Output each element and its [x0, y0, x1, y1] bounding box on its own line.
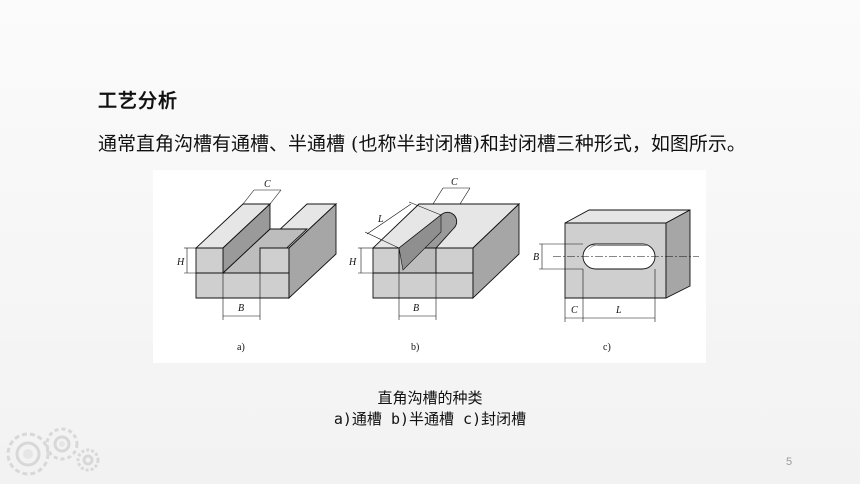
- semi-through-slot-drawing: [358, 187, 521, 320]
- gears-decoration-icon: [6, 427, 100, 476]
- label-b-sub: b): [411, 342, 419, 353]
- figure-caption-subtitle: a)通槽 b)半通槽 c)封闭槽: [333, 410, 527, 428]
- section-heading: 工艺分析: [98, 90, 179, 112]
- label-b-c: C: [451, 177, 458, 188]
- label-a-sub: a): [237, 342, 245, 353]
- body-paragraph: 通常直角沟槽有通槽、半通槽 (也称半封闭槽)和封闭槽三种形式，如图所示。: [98, 133, 746, 155]
- label-b-l: L: [377, 214, 384, 225]
- label-c-sub: c): [603, 342, 611, 353]
- label-b-h: H: [348, 257, 357, 268]
- label-b-b: B: [413, 303, 419, 314]
- page-number: 5: [786, 456, 793, 468]
- label-c-b: B: [533, 252, 539, 263]
- through-slot-drawing: [184, 189, 338, 320]
- label-a-c: C: [264, 179, 271, 190]
- figure-caption-title: 直角沟槽的种类: [377, 389, 483, 407]
- groove-diagram: C H B a): [176, 177, 699, 353]
- label-a-h: H: [176, 257, 185, 268]
- label-c-c: C: [571, 305, 578, 316]
- groove-types-figure: C H B a): [153, 170, 706, 363]
- closed-slot-drawing: [539, 209, 699, 322]
- label-a-b: B: [238, 303, 244, 314]
- label-c-l: L: [615, 305, 622, 316]
